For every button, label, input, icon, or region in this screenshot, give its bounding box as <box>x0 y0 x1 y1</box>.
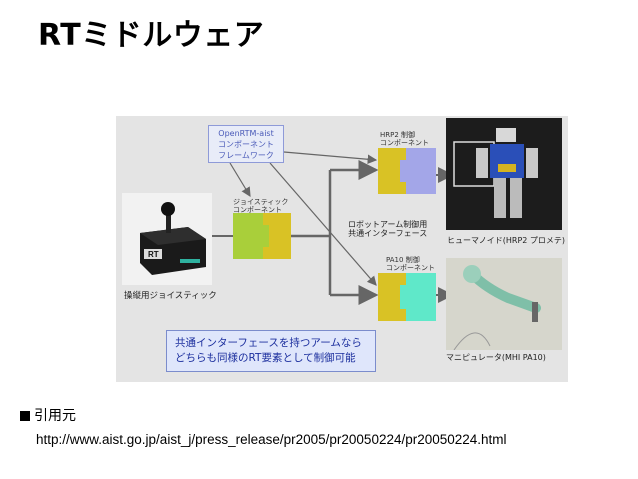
square-bullet-icon <box>20 411 30 421</box>
source-url[interactable]: http://www.aist.go.jp/aist_j/press_relea… <box>36 432 507 447</box>
hrp2-component-block <box>378 148 436 194</box>
joystick-caption: 操縦用ジョイスティック <box>124 291 217 301</box>
pa10-component-block <box>378 273 436 321</box>
hrp2-component-label: HRP2 制御 コンポーネント <box>380 131 429 147</box>
common-interface-label: ロボットアーム制御用 共通インターフェース <box>348 220 427 238</box>
framework-to-joystick-arrow <box>229 162 251 198</box>
note-box: 共通インターフェースを持つアームなら どちらも同様のRT要素として制御可能 <box>166 330 376 372</box>
joystick-component-block <box>233 213 291 259</box>
source-label: 引用元 <box>34 408 76 424</box>
interface-label-2: 共通インターフェース <box>348 229 428 238</box>
framework-label-2: コンポーネント <box>218 140 274 149</box>
joystick-comp-label-2: コンポーネント <box>233 206 282 214</box>
pa10-comp-label-1: PA10 制御 <box>386 256 420 264</box>
pa10-comp-label-2: コンポーネント <box>386 264 435 272</box>
framework-box: OpenRTM-aist コンポーネント フレームワーク <box>208 125 284 163</box>
humanoid-caption: ヒューマノイド(HRP2 プロメテ) <box>447 236 566 245</box>
note-line-2: どちらも同様のRT要素として制御可能 <box>175 352 356 364</box>
pa10-component-label: PA10 制御 コンポーネント <box>386 256 435 272</box>
manipulator-photo <box>446 258 562 350</box>
framework-label-3: フレームワーク <box>218 151 274 160</box>
joystick-comp-label-1: ジョイスティック <box>233 198 289 206</box>
hrp2-comp-label-2: コンポーネント <box>380 139 429 147</box>
joystick-photo: RT <box>122 193 212 285</box>
joystick-component-label: ジョイスティック コンポーネント <box>233 198 288 214</box>
humanoid-photo <box>446 118 562 230</box>
framework-to-pa10-arrow <box>269 162 377 286</box>
slide-title: RTミドルウェア <box>38 18 265 53</box>
interface-label-1: ロボットアーム制御用 <box>348 220 428 229</box>
joystick-sticker-text: RT <box>148 250 159 259</box>
hrp2-comp-label-1: HRP2 制御 <box>380 131 416 139</box>
note-line-1: 共通インターフェースを持つアームなら <box>175 337 362 349</box>
framework-label-1: OpenRTM-aist <box>218 129 274 138</box>
source-bullet: 引用元 <box>20 405 76 425</box>
manipulator-caption: マニピュレータ(MHI PA10) <box>446 353 546 362</box>
framework-to-hrp2-arrow <box>283 151 378 165</box>
